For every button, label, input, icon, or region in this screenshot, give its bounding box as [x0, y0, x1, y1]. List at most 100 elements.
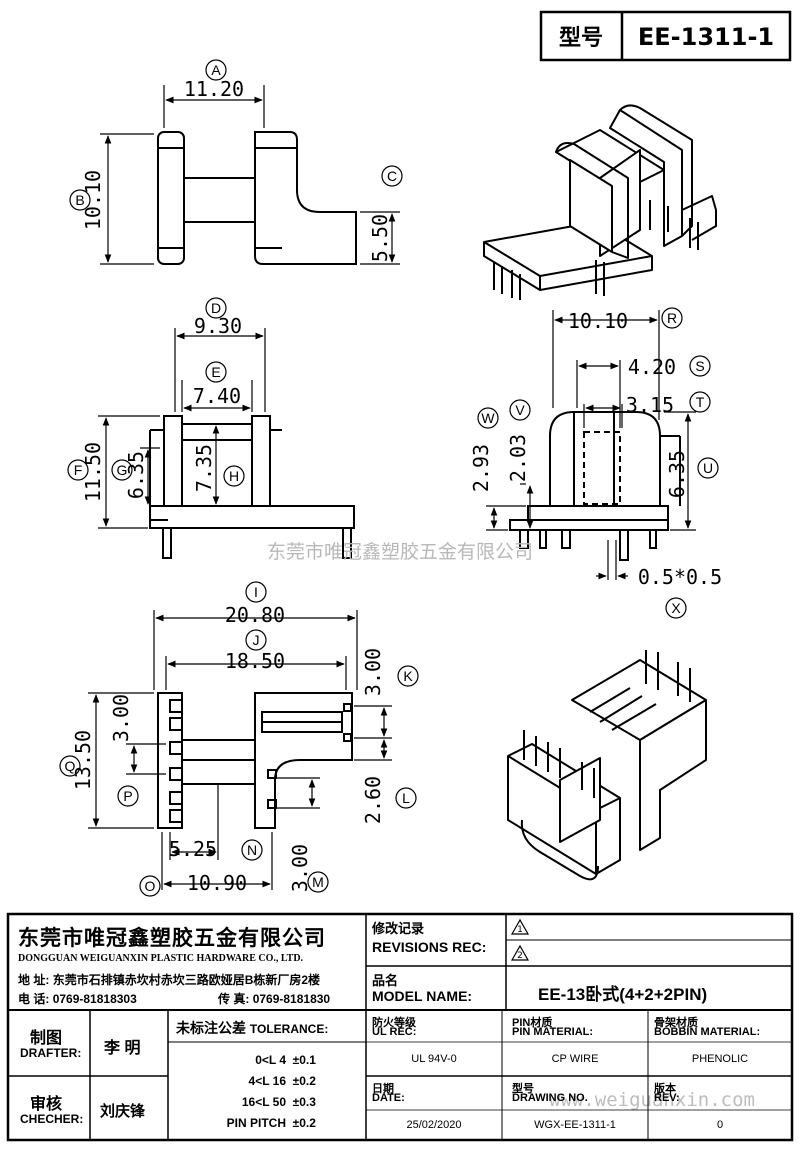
phone-label: 电 话:	[18, 992, 50, 1006]
ul-rec-value: UL 94V-0	[411, 1053, 457, 1065]
end-view-dims	[486, 310, 696, 580]
pin-material-value: CP WIRE	[551, 1053, 599, 1065]
callout-M: M	[312, 874, 324, 890]
dim-C-value: 5.50	[368, 214, 392, 262]
dim-S-value: 4.20	[628, 355, 676, 379]
date-value: 25/02/2020	[406, 1119, 462, 1131]
dim-I-value: 20.80	[225, 603, 285, 627]
callout-V: V	[515, 402, 525, 418]
dim-R-value: 10.10	[568, 309, 628, 333]
side-view-dims	[98, 328, 266, 529]
company-name-cn: 东莞市唯冠鑫塑胶五金有限公司	[18, 927, 326, 950]
callout-S: S	[695, 358, 704, 374]
fax-label: 传 真:	[218, 992, 250, 1006]
model-label-cn: 品名	[372, 973, 399, 988]
callout-R: R	[667, 310, 677, 326]
tolerance-label-cn: 未标注公差	[176, 1020, 246, 1036]
pin-material-label-cn: PIN材质	[512, 1017, 553, 1029]
callout-C: C	[387, 168, 397, 184]
revisions-label-cn: 修改记录	[372, 921, 425, 936]
callout-U: U	[703, 460, 713, 476]
phone: 0769-81818303	[52, 992, 137, 1006]
dim-Q-value: 13.50	[71, 730, 95, 790]
dim-J-value: 18.50	[225, 649, 285, 673]
checker-label-en: CHECHER:	[20, 1112, 84, 1126]
callout-T: T	[696, 394, 705, 410]
dim-O-value: 10.90	[187, 871, 247, 895]
revision-2-marker: 2	[517, 951, 523, 961]
callout-I: I	[254, 584, 258, 600]
tolerance-row-4: PIN PITCH ±0.2	[226, 1116, 316, 1130]
dim-V-value: 2.03	[506, 434, 530, 482]
callout-H: H	[229, 468, 239, 484]
bobbin-material-label-cn: 骨架材质	[654, 1017, 698, 1029]
bobbin-material-value: PHENOLIC	[691, 1053, 749, 1065]
callout-X: X	[671, 600, 681, 616]
checker-name: 刘庆锋	[100, 1103, 146, 1120]
callout-N: N	[247, 842, 257, 858]
side-view	[149, 415, 355, 559]
date-label-cn: 日期	[372, 1083, 394, 1095]
dim-P-value: 3.00	[109, 694, 133, 742]
revisions-label-en: REVISIONS REC:	[372, 939, 487, 955]
bottom-view	[157, 692, 353, 829]
model-header-value: EE-1311-1	[638, 23, 774, 51]
rev-label-en: REV:	[654, 1092, 680, 1104]
callout-L: L	[402, 790, 410, 806]
tolerance-label-en: TOLERANCE:	[249, 1022, 329, 1036]
model-name-value: EE-13卧式(4+2+2PIN)	[538, 985, 708, 1004]
callout-J: J	[253, 632, 260, 648]
front-view-dims	[100, 85, 400, 265]
date-label-en: DATE:	[372, 1092, 405, 1104]
watermark-website: www.weiguanxin.com	[549, 1089, 755, 1111]
callout-K: K	[403, 668, 413, 684]
bottom-view-dims	[88, 610, 392, 890]
callout-B: B	[75, 192, 84, 208]
model-label-en: MODEL NAME:	[372, 988, 473, 1004]
dim-F-value: 11.50	[81, 442, 105, 502]
watermark-company: 东莞市唯冠鑫塑胶五金有限公司	[267, 541, 533, 563]
ul-rec-label-cn: 防火等级	[372, 1017, 416, 1029]
callout-O: O	[145, 878, 156, 894]
drafter-label-en: DRAFTER:	[20, 1046, 82, 1060]
tolerance-row-1: 0<L 4 ±0.1	[255, 1053, 316, 1067]
callout-G: G	[117, 462, 128, 478]
dim-L-value: 2.60	[361, 776, 385, 824]
tolerance-row-2: 4<L 16 ±0.2	[248, 1074, 316, 1088]
title-block-grid	[6, 912, 794, 1142]
isometric-view-bottom	[507, 650, 707, 881]
callout-A: A	[211, 62, 221, 78]
dim-A-value: 11.20	[184, 77, 244, 101]
dim-W-value: 2.93	[469, 444, 493, 492]
dim-G-value: 6.35	[124, 451, 148, 499]
dim-X-value: 0.5*0.5	[638, 565, 722, 589]
end-view	[509, 411, 681, 561]
dim-U-value: 6.35	[665, 450, 689, 498]
dim-T-value: 3.15	[626, 393, 674, 417]
dim-N-value: 5.25	[169, 837, 217, 861]
drafter-name: 李 明	[104, 1040, 141, 1057]
dim-H-value: 7.35	[192, 444, 216, 492]
bobbin-material-label-en: BOBBIN MATERIAL:	[654, 1026, 761, 1038]
drafter-label-cn: 制图	[30, 1030, 63, 1047]
pin-material-label-en: PIN MATERIAL:	[512, 1026, 594, 1038]
callout-Q: Q	[65, 758, 76, 774]
dim-K-value: 3.00	[361, 648, 385, 696]
model-header-label: 型号	[559, 26, 603, 51]
dimension-callouts: A B C D E F G H R S T W V U X I J K Q P …	[59, 59, 719, 897]
rev-label-cn: 版本	[654, 1083, 676, 1095]
checker-label-cn: 审核	[30, 1096, 63, 1113]
callout-D: D	[211, 300, 221, 316]
model-header-box: 型号 EE-1311-1	[539, 10, 792, 62]
dim-B-value: 10.10	[81, 170, 105, 230]
callout-E: E	[211, 364, 220, 380]
company-name-en: DONGGUAN WEIGUANXIN PLASTIC HARDWARE CO.…	[18, 953, 304, 964]
dim-E-value: 7.40	[193, 384, 241, 408]
callout-W: W	[481, 410, 495, 426]
address: 东莞市石排镇赤坎村赤坎三路欧娅居B栋新厂房2楼	[52, 973, 321, 987]
ul-rec-label-en: UL REC:	[372, 1026, 417, 1038]
fax: 0769-8181830	[252, 992, 331, 1006]
drawing-no-label-cn: 型号	[512, 1083, 534, 1095]
rev-value: 0	[716, 1119, 724, 1131]
